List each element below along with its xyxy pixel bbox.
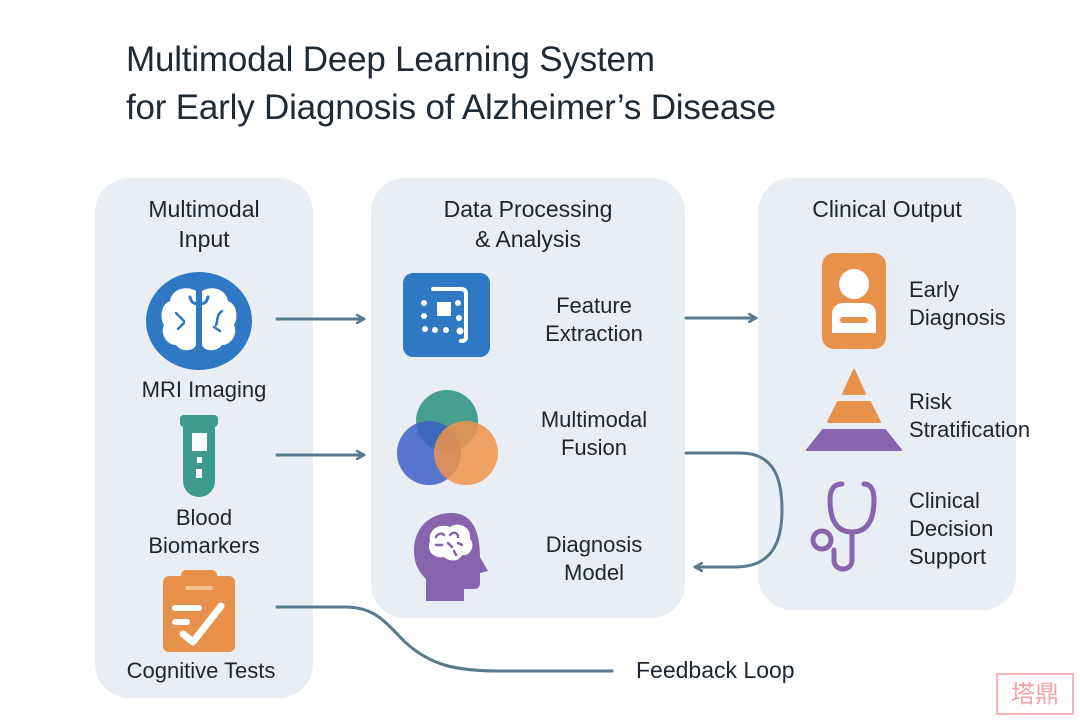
stethoscope-icon	[810, 481, 877, 572]
diagnosis-model-line-2: Model	[564, 560, 624, 585]
feedback-loop-label: Feedback Loop	[636, 657, 795, 683]
feature-extraction-label: Feature Extraction	[520, 292, 668, 348]
clipboard-check-icon	[163, 570, 235, 652]
arrow-fusion-to-diagnosis	[684, 451, 784, 567]
feature-label-line-2: Extraction	[545, 321, 643, 346]
feature-chip-icon	[403, 273, 490, 357]
diagnosis-model-line-1: Diagnosis	[545, 532, 643, 557]
multimodal-fusion-label: Multimodal Fusion	[520, 406, 668, 462]
processing-panel-title: Data Processing & Analysis	[371, 194, 685, 254]
cds-label-line-3: Support	[909, 544, 987, 569]
cds-label-line-1: Clinical	[909, 488, 980, 513]
input-title-line-2: Input	[178, 226, 230, 252]
brain-scan-icon	[146, 272, 252, 370]
head-brain-icon	[414, 513, 488, 601]
test-tube-icon	[180, 415, 218, 497]
blood-label-line-1: Blood	[175, 505, 233, 530]
clinical-output-panel: Clinical Output	[758, 178, 1016, 610]
blood-biomarkers-label: Blood Biomarkers	[95, 504, 313, 560]
feedback-loop-line	[275, 605, 614, 673]
page-title: Multimodal Deep Learning System for Earl…	[126, 36, 776, 132]
risk-label-line-2: Stratification	[909, 417, 1031, 442]
diagnosis-model-label: Diagnosis Model	[520, 531, 668, 587]
processing-title-line-2: & Analysis	[474, 226, 582, 252]
early-diagnosis-label: Early Diagnosis	[909, 276, 1006, 332]
cds-label-line-2: Decision	[909, 516, 994, 541]
risk-stratification-label: Risk Stratification	[909, 388, 1030, 444]
output-panel-title: Clinical Output	[812, 196, 962, 222]
title-line-2: for Early Diagnosis of Alzheimer’s Disea…	[126, 88, 776, 127]
patient-badge-icon	[822, 253, 886, 349]
feature-label-line-1: Feature	[556, 293, 632, 318]
input-title-line-1: Multimodal	[148, 196, 260, 222]
watermark-stamp: 塔鼎	[996, 673, 1074, 715]
risk-label-line-1: Risk	[909, 389, 952, 414]
fusion-label-line-2: Fusion	[560, 435, 628, 460]
processing-title-line-1: Data Processing	[443, 196, 613, 222]
early-diagnosis-line-2: Diagnosis	[909, 305, 1006, 330]
title-line-1: Multimodal Deep Learning System	[126, 40, 655, 79]
cognitive-tests-label: Cognitive Tests	[126, 658, 276, 683]
blood-label-line-2: Biomarkers	[148, 533, 260, 558]
fusion-label-line-1: Multimodal	[540, 407, 648, 432]
pyramid-icon	[806, 369, 902, 451]
input-panel-title: Multimodal Input	[95, 194, 313, 254]
venn-circles-icon	[397, 390, 498, 485]
clinical-decision-support-label: Clinical Decision Support	[909, 487, 993, 571]
early-diagnosis-line-1: Early	[909, 277, 960, 302]
mri-imaging-label: MRI Imaging	[141, 377, 267, 402]
